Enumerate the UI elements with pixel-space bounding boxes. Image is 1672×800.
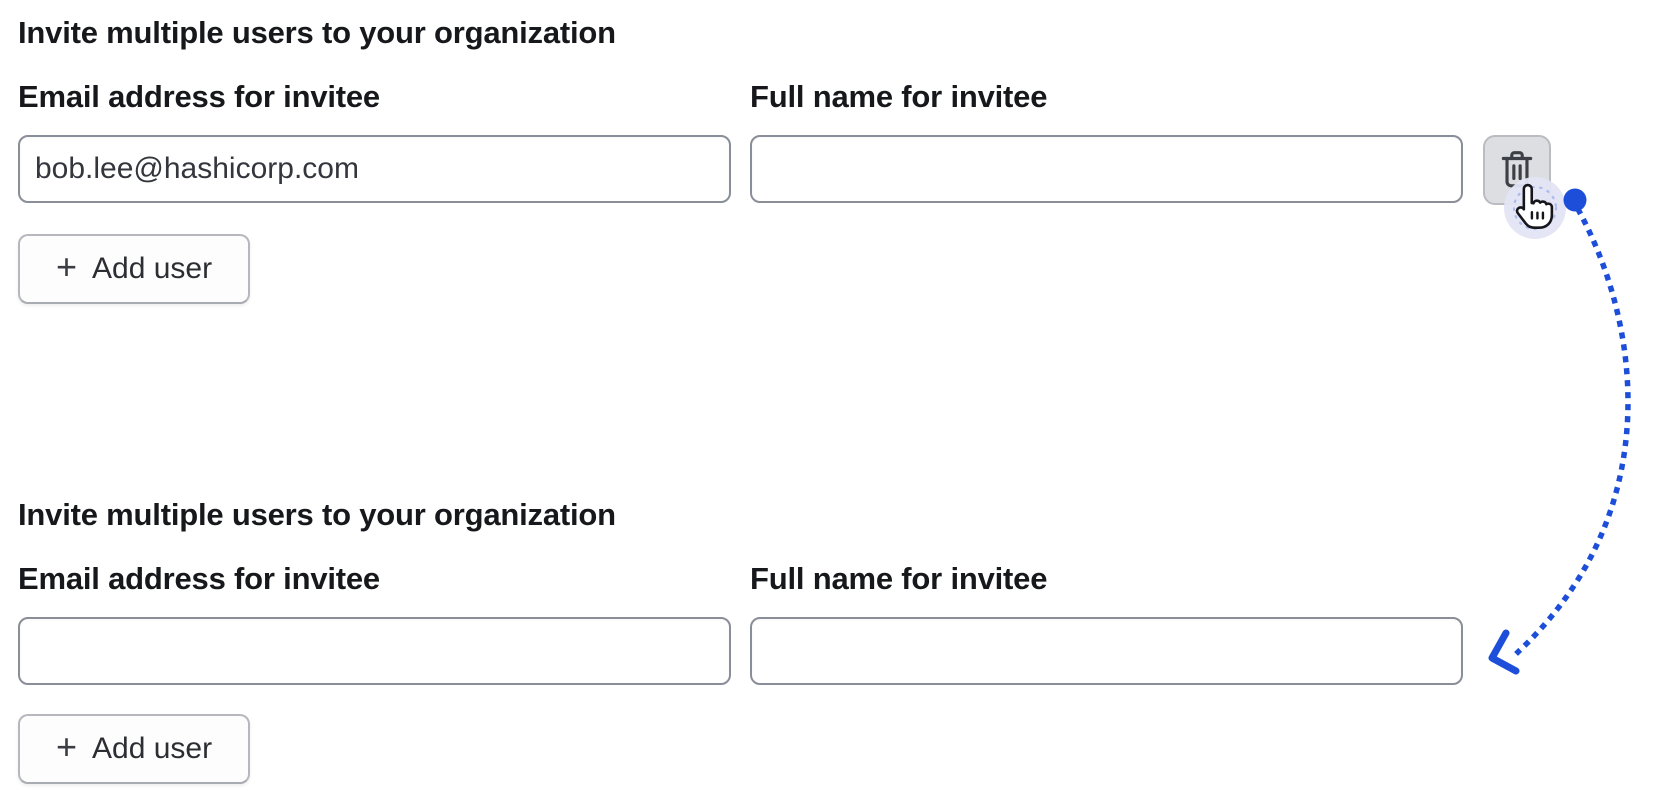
invite-form-after: Invite multiple users to your organizati… — [18, 496, 1672, 784]
add-user-button[interactable]: + Add user — [18, 714, 251, 784]
form-heading: Invite multiple users to your organizati… — [18, 15, 616, 50]
full-name-input[interactable] — [750, 135, 1463, 203]
full-name-label: Full name for invitee — [750, 561, 1048, 596]
trash-icon — [1499, 148, 1535, 193]
full-name-label: Full name for invitee — [750, 79, 1048, 114]
add-user-label: Add user — [92, 252, 213, 285]
name-field-group: Full name for invitee — [750, 560, 1463, 685]
plus-icon: + — [56, 726, 78, 767]
name-field-group: Full name for invitee — [750, 78, 1463, 203]
invite-form-before: Invite multiple users to your organizati… — [18, 0, 1672, 304]
email-label: Email address for invitee — [18, 79, 380, 114]
plus-icon: + — [56, 246, 78, 287]
email-input[interactable] — [18, 617, 731, 685]
email-field-group: Email address for invitee — [18, 78, 731, 203]
delete-row-button[interactable] — [1483, 135, 1551, 205]
invitee-row: Email address for invitee Full name for … — [18, 78, 1672, 205]
email-field-group: Email address for invitee — [18, 560, 731, 685]
form-heading: Invite multiple users to your organizati… — [18, 497, 616, 532]
email-label: Email address for invitee — [18, 561, 380, 596]
email-input[interactable] — [18, 135, 731, 203]
add-user-label: Add user — [92, 732, 213, 765]
invitee-row: Email address for invitee Full name for … — [18, 560, 1672, 685]
full-name-input[interactable] — [750, 617, 1463, 685]
add-user-button[interactable]: + Add user — [18, 234, 251, 304]
